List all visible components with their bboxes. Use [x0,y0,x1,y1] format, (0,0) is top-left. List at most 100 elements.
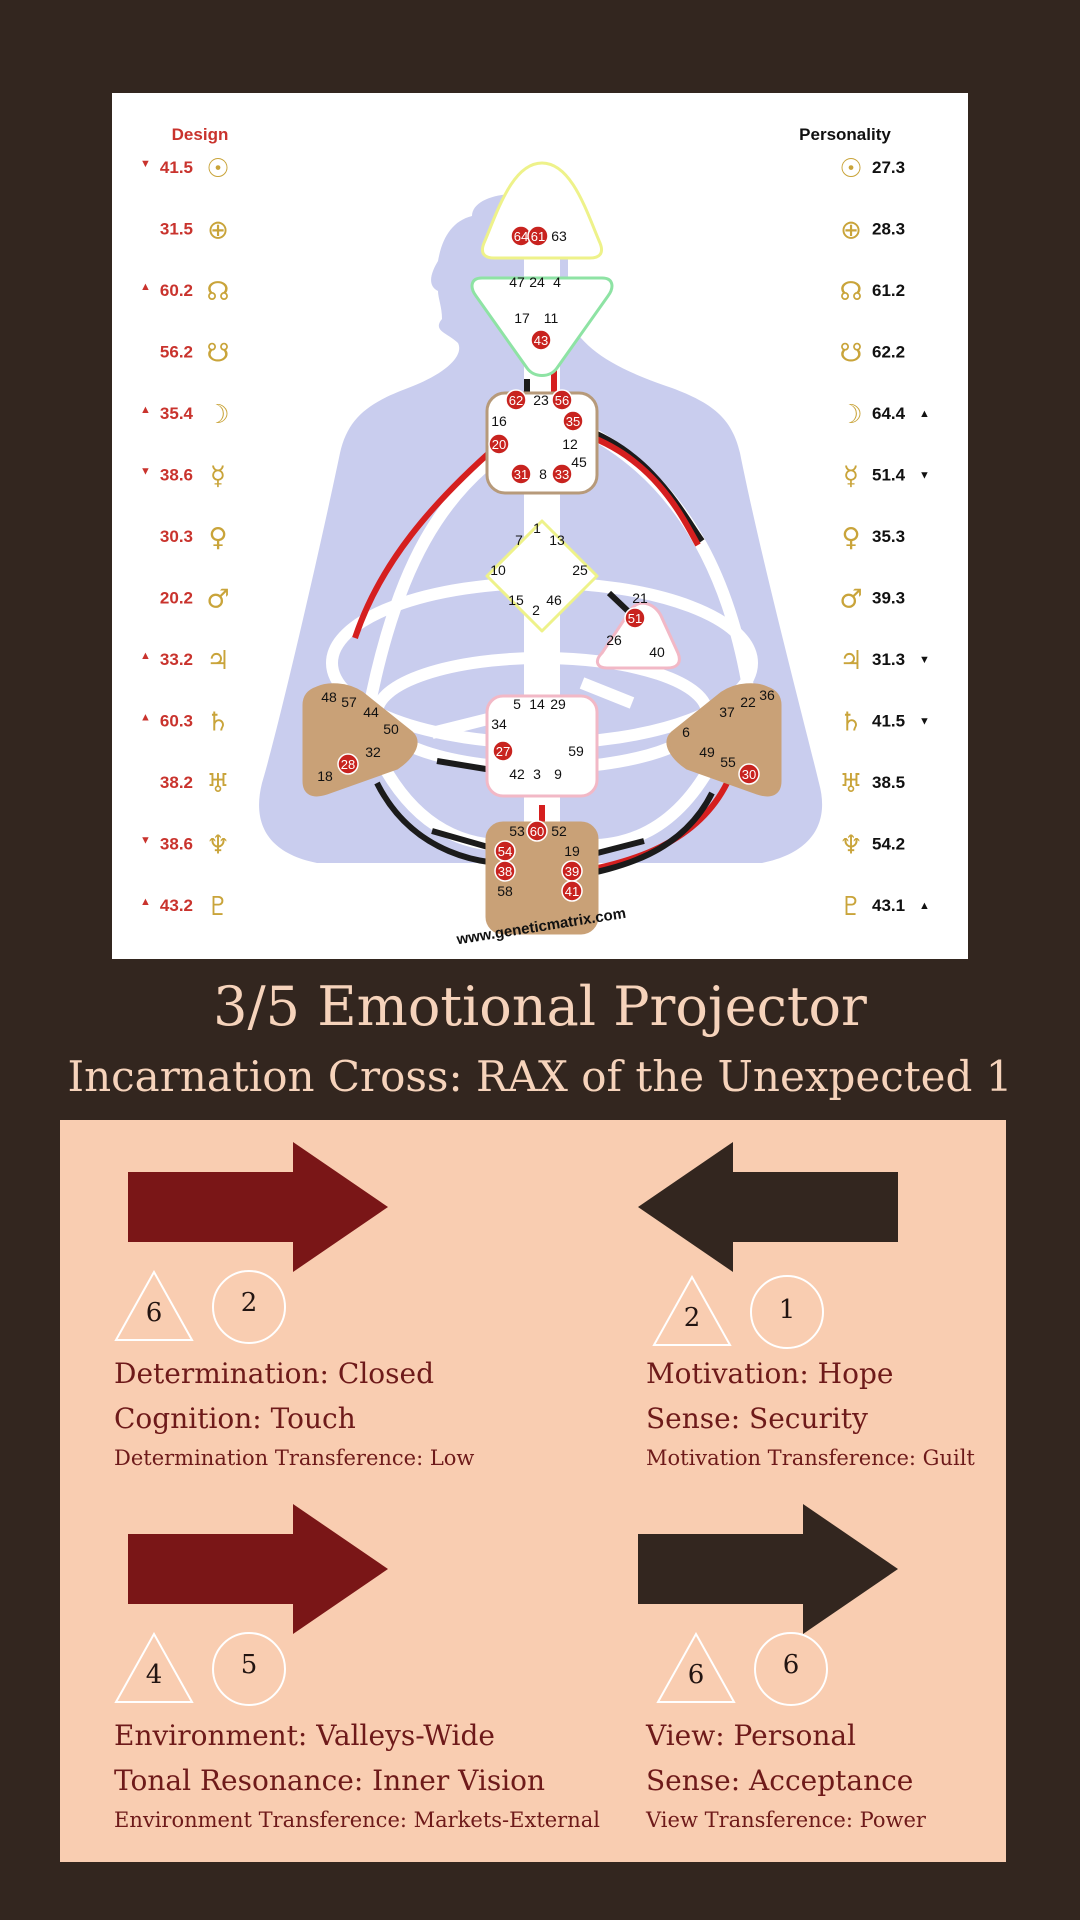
variable-view: 6 6 View: Personal Sense: Acceptance Vie… [530,1482,970,1842]
gate-number: 49 [699,744,715,760]
personality-value: 35.3 [872,527,905,546]
gate-number: 51 [628,611,642,626]
gate-number: 3 [533,766,541,782]
design-value: 38.6 [160,466,193,485]
variable-line1: Motivation: Hope [646,1357,894,1390]
sun-icon: ☉ [206,154,229,184]
south-node-icon: ☋ [206,339,229,369]
gate-number: 27 [496,744,510,759]
variable-line2: Tonal Resonance: Inner Vision [114,1764,546,1797]
gate-number: 20 [492,437,506,452]
earth-icon: ⊕ [207,216,229,246]
pluto-icon: ♇ [206,892,229,922]
gate-number: 28 [341,757,355,772]
variable-line3: View Transference: Power [646,1808,926,1832]
design-value: 38.6 [160,835,193,854]
incarnation-cross-title: Incarnation Cross: RAX of the Unexpected… [67,1052,1013,1101]
design-value: 41.5 [160,158,193,177]
gate-active-marker [337,753,359,775]
variable-line1: Determination: Closed [114,1357,434,1390]
gate-active-marker [492,740,514,762]
gate-number: 21 [632,590,648,606]
design-value: 43.2 [160,896,193,915]
gate-number: 30 [742,767,756,782]
gate-number: 5 [513,696,521,712]
design-arrow: ▲ [140,896,151,908]
gate-number: 8 [539,466,547,482]
variable-line1: Environment: Valleys-Wide [114,1719,495,1752]
arrow-right-icon [128,1504,388,1634]
gate-number: 32 [365,744,381,760]
venus-icon: ♀ [841,523,860,553]
design-arrow: ▲ [140,404,151,416]
gate-number: 19 [564,843,580,859]
gate-number: 29 [550,696,566,712]
gate-active-marker [527,225,549,247]
gate-number: 23 [533,392,549,408]
gate-number: 7 [515,532,523,548]
gate-number: 40 [649,644,665,660]
personality-value: 51.4 [872,466,906,485]
gate-number: 18 [317,768,333,784]
variable-line3: Determination Transference: Low [114,1446,475,1470]
design-value: 30.3 [160,527,193,546]
neptune-icon: ♆ [206,831,229,861]
personality-arrow: ▼ [919,654,930,666]
personality-value: 38.5 [872,773,905,792]
design-arrow: ▼ [140,835,151,847]
personality-value: 28.3 [872,220,905,239]
gate-number: 6 [682,724,690,740]
design-value: 56.2 [160,343,193,362]
variable-line2: Sense: Acceptance [646,1764,914,1797]
sun-icon: ☉ [839,154,862,184]
gate-number: 38 [498,864,512,879]
design-value: 33.2 [160,650,193,669]
gate-number: 11 [544,310,559,326]
variable-line2: Sense: Security [646,1402,868,1435]
gate-number: 54 [498,844,512,859]
gate-active-marker [562,410,584,432]
gate-number: 41 [565,884,579,899]
gate-active-marker [488,433,510,455]
personality-column: ☉27.3⊕28.3☊61.2☋62.2☽64.4▲☿51.4▼♀35.3♂39… [839,154,930,922]
gate-active-marker [510,463,532,485]
gate-number: 25 [572,562,588,578]
gate-number: 22 [740,694,756,710]
gate-number: 55 [720,754,736,770]
triangle-icon [652,1275,732,1346]
north-node-icon: ☊ [839,277,862,307]
gate-number: 50 [383,721,399,737]
mars-icon: ♂ [839,585,862,615]
uranus-icon: ♅ [206,769,229,799]
type-title: 3/5 Emotional Projector [213,975,867,1038]
gate-number: 31 [514,467,528,482]
arrow-left-icon [638,1142,898,1272]
gate-number: 39 [565,864,579,879]
design-arrow: ▲ [140,712,151,724]
gate-number: 46 [546,592,562,608]
gate-number: 37 [719,704,735,720]
gate-number: 17 [514,310,530,326]
design-value: 35.4 [160,404,194,423]
personality-value: 43.1 [872,896,905,915]
triangle-icon [114,1632,194,1703]
variable-motivation: 2 1 Motivation: Hope Sense: Security Mot… [530,1120,975,1480]
variable-line3: Motivation Transference: Guilt [646,1446,975,1470]
personality-arrow: ▼ [919,716,930,728]
gate-active-marker [526,820,548,842]
gate-number: 61 [531,229,545,244]
personality-label: Personality [799,125,891,144]
gate-number: 24 [529,274,545,290]
design-arrow: ▲ [140,650,151,662]
moon-icon: ☽ [206,400,229,430]
gate-number: 59 [568,743,584,759]
design-label: Design [172,125,229,144]
gate-active-marker [551,389,573,411]
personality-arrow: ▼ [919,470,930,482]
south-node-icon: ☋ [839,339,862,369]
saturn-icon: ♄ [206,708,229,738]
gate-number: 9 [554,766,562,782]
earth-icon: ⊕ [840,216,862,246]
gate-number: 34 [491,716,507,732]
gate-active-marker [530,329,552,351]
